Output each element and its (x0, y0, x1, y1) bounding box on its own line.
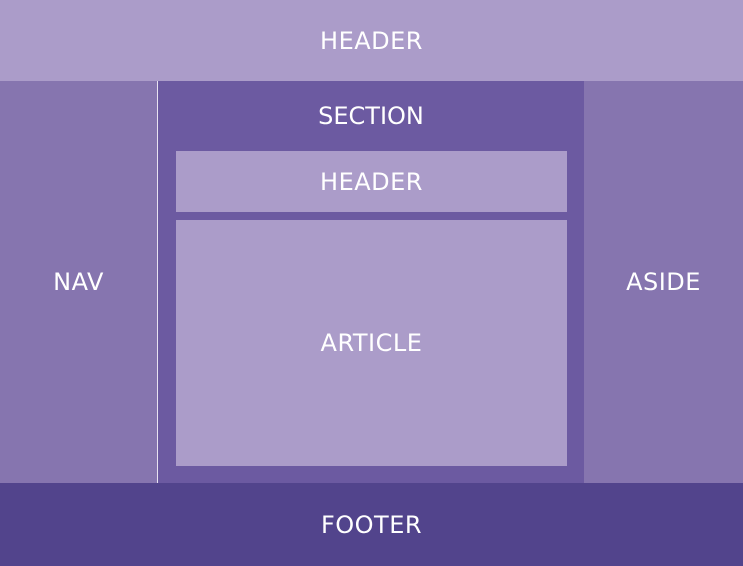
article-block: ARTICLE (176, 220, 567, 466)
footer-label: FOOTER (320, 510, 423, 539)
nav-divider (157, 81, 158, 483)
section-label-area: SECTION (158, 81, 584, 151)
section-label: SECTION (318, 102, 424, 130)
nav-label: NAV (53, 268, 104, 296)
section-header-label: HEADER (320, 167, 423, 196)
aside-label: ASIDE (626, 268, 701, 296)
section-header-block: HEADER (176, 151, 567, 212)
aside-block: ASIDE (584, 81, 743, 483)
header-block: HEADER (0, 0, 743, 81)
footer-block: FOOTER (0, 483, 743, 566)
nav-block: NAV (0, 81, 157, 483)
header-label: HEADER (320, 26, 423, 55)
article-label: ARTICLE (320, 329, 423, 357)
